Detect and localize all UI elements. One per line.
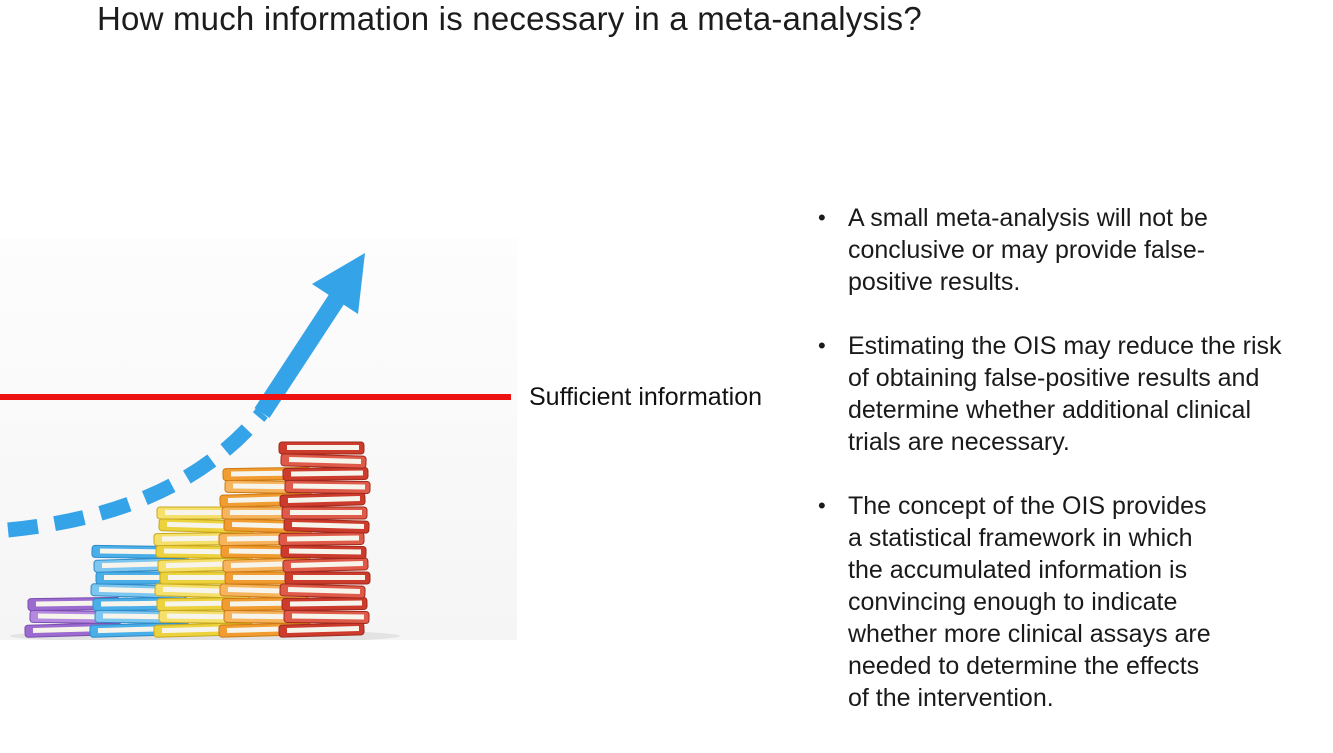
red-books: [281, 596, 368, 612]
red-books: [283, 518, 370, 534]
bullet-dot: •: [818, 333, 826, 358]
books-growth-figure: [0, 238, 517, 640]
bullet-item: • Estimating the OIS may reduce the risk…: [818, 330, 1333, 458]
bullet-text: A small meta-analysis will not be conclu…: [848, 204, 1208, 296]
red-books: [278, 622, 365, 638]
bullet-item: • A small meta-analysis will not be conc…: [818, 202, 1333, 298]
red-books: [280, 453, 367, 469]
red-books: [284, 479, 371, 495]
book-stacks: [24, 441, 371, 638]
red-books: [284, 571, 371, 585]
growth-arrow-dashes: [7, 408, 268, 538]
growth-arrow-shaft: [254, 292, 346, 418]
red-books: [278, 441, 365, 455]
slide-title: How much information is necessary in a m…: [97, 0, 922, 37]
bullet-item: • The concept of the OIS provides a stat…: [818, 490, 1333, 714]
books-growth-illustration: [7, 253, 400, 640]
red-books: [283, 609, 370, 625]
red-books: [279, 583, 366, 599]
sufficient-information-label: Sufficient information: [529, 383, 762, 411]
red-books: [280, 544, 367, 560]
bullet-dot: •: [818, 205, 826, 230]
bullet-text: The concept of the OIS provides a statis…: [848, 492, 1211, 712]
sufficient-information-threshold-line: [0, 394, 511, 400]
bullet-dot: •: [818, 493, 826, 518]
red-books: [279, 492, 366, 508]
bullet-text: Estimating the OIS may reduce the risk o…: [848, 332, 1282, 456]
red-books: [282, 466, 369, 482]
red-books: [282, 557, 369, 573]
red-books: [281, 506, 368, 520]
red-books: [278, 531, 365, 547]
bullet-list: • A small meta-analysis will not be conc…: [818, 202, 1333, 746]
growth-arrow-head-icon: [312, 253, 365, 314]
